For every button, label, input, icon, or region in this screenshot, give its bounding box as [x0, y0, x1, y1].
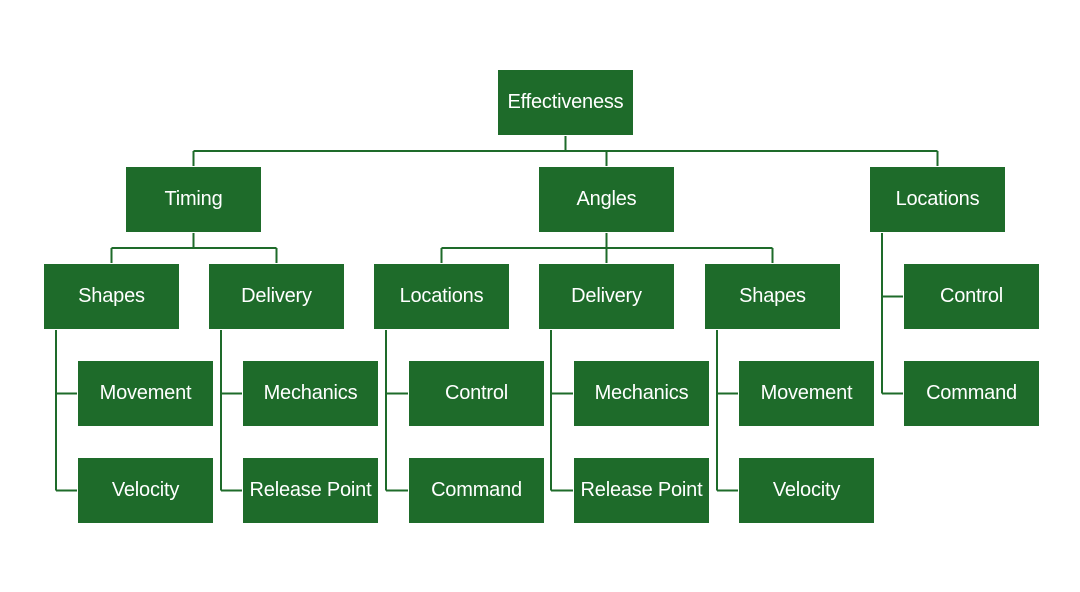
connector-root-bus — [192, 136, 939, 166]
connector-angles-shapes — [716, 330, 738, 492]
node-angles: Angles — [538, 166, 675, 233]
connector-angles-locations — [385, 330, 408, 492]
node-timing: Timing — [125, 166, 262, 233]
connector-timing-delivery — [220, 330, 242, 492]
connector-timing — [110, 233, 278, 263]
node-angles-delivery-mechanics: Mechanics — [573, 360, 710, 427]
connector-timing-shapes — [55, 330, 77, 492]
node-timing-shapes-velocity: Velocity — [77, 457, 214, 524]
node-effectiveness: Effectiveness — [497, 69, 634, 136]
connector-locations — [881, 233, 903, 395]
node-locations: Locations — [869, 166, 1006, 233]
node-locations-command: Command — [903, 360, 1040, 427]
node-angles-shapes-movement: Movement — [738, 360, 875, 427]
connector-angles-delivery — [550, 330, 573, 492]
node-angles-locations: Locations — [373, 263, 510, 330]
node-timing-shapes-movement: Movement — [77, 360, 214, 427]
node-timing-shapes: Shapes — [43, 263, 180, 330]
node-angles-delivery-release-point: Release Point — [573, 457, 710, 524]
node-angles-locations-control: Control — [408, 360, 545, 427]
node-angles-shapes-velocity: Velocity — [738, 457, 875, 524]
node-timing-delivery-release-point: Release Point — [242, 457, 379, 524]
connector-angles — [440, 233, 774, 263]
node-locations-control: Control — [903, 263, 1040, 330]
node-timing-delivery: Delivery — [208, 263, 345, 330]
node-angles-delivery: Delivery — [538, 263, 675, 330]
node-angles-shapes: Shapes — [704, 263, 841, 330]
node-timing-delivery-mechanics: Mechanics — [242, 360, 379, 427]
node-angles-locations-command: Command — [408, 457, 545, 524]
